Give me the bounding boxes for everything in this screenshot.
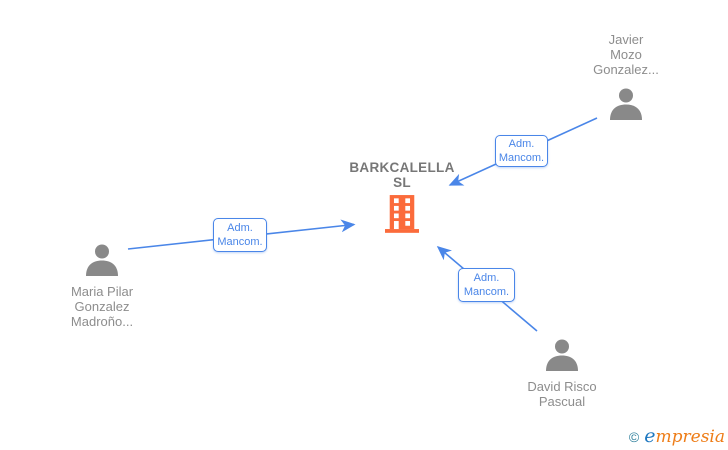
edge-label-maria: Adm. Mancom. [213, 218, 267, 252]
company-name-line1: BARKCALELLA [349, 160, 455, 175]
person-node-maria[interactable]: Maria Pilar Gonzalez Madroño... [32, 244, 172, 329]
person-name-line: David Risco [527, 379, 597, 394]
empresia-logo: empresia [644, 425, 725, 447]
empresia-watermark: © empresia [629, 425, 725, 447]
person-name-line: Madroño... [70, 314, 134, 329]
edge-label-line: Mancom. [217, 236, 263, 248]
edge-label-line: Adm. [508, 138, 535, 150]
person-name-line: Javier [608, 32, 644, 47]
person-name-line: Gonzalez... [593, 62, 659, 77]
person-icon [32, 244, 172, 281]
edge-label-javier: Adm. Mancom. [495, 135, 548, 167]
person-node-david[interactable]: David Risco Pascual [492, 339, 632, 409]
empresia-logo-rest: mpresia [655, 427, 726, 447]
person-name-line: Mozo [610, 47, 642, 62]
person-name-line: Maria Pilar [70, 284, 134, 299]
person-name-line: Gonzalez [74, 299, 130, 314]
edge-label-line: Mancom. [463, 286, 510, 298]
person-name-maria: Maria Pilar Gonzalez Madroño... [32, 284, 172, 329]
edge-label-line: Mancom. [498, 152, 545, 164]
person-name-javier: Javier Mozo Gonzalez... [556, 32, 696, 77]
edge-label-line: Adm. [227, 222, 253, 234]
person-icon [556, 88, 696, 125]
company-name-line2: SL [393, 175, 411, 190]
person-icon [492, 339, 632, 376]
person-node-javier[interactable]: Javier Mozo Gonzalez... [556, 32, 696, 125]
building-icon [332, 193, 472, 238]
company-name: BARKCALELLA SL [332, 160, 472, 190]
edge-label-line: Adm. [473, 272, 500, 284]
copyright-icon: © [628, 429, 640, 445]
edge-label-david: Adm. Mancom. [458, 268, 515, 302]
company-node-barkcalella[interactable]: BARKCALELLA SL [332, 160, 472, 238]
person-name-david: David Risco Pascual [492, 379, 632, 409]
empresia-logo-e: e [644, 425, 656, 447]
person-name-line: Pascual [538, 394, 586, 409]
